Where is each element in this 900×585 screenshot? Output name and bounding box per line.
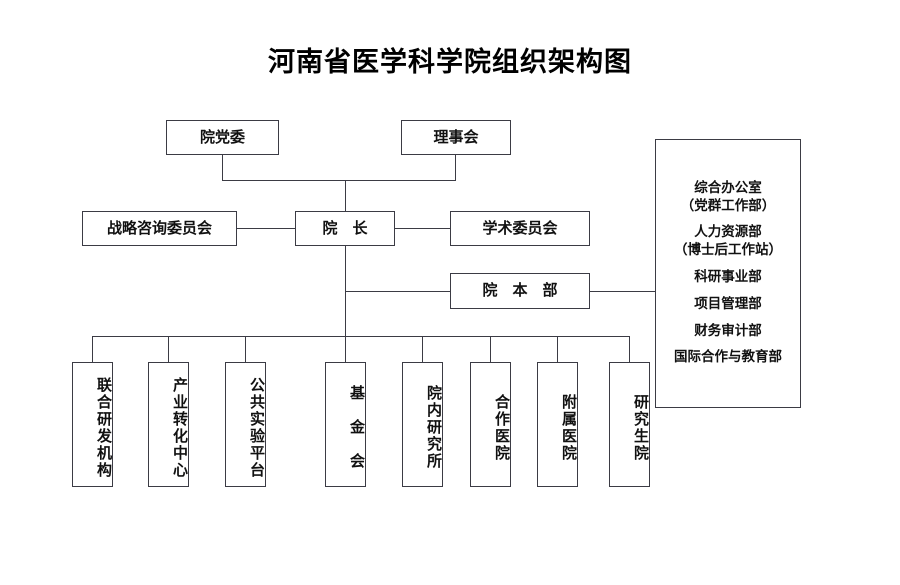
- connector-topbar-to-president: [345, 180, 347, 211]
- connector-president-to-academic: [395, 228, 450, 230]
- department-main-label: 人力资源部: [694, 224, 762, 241]
- department-item-research-affairs[interactable]: 科研事业部: [694, 269, 762, 287]
- node-branch-affiliated-hospitals[interactable]: 附属医院: [537, 362, 578, 487]
- connector-branch-drop-3: [245, 336, 247, 362]
- node-branch-joint-rd[interactable]: 联合研发机构: [72, 362, 113, 487]
- node-headquarters[interactable]: 院 本 部: [450, 273, 590, 309]
- department-item-international-cooperation-education[interactable]: 国际合作与教育部: [674, 349, 782, 367]
- connector-strategy-to-president: [237, 228, 295, 230]
- connector-branch-drop-2: [168, 336, 170, 362]
- department-item-finance-audit[interactable]: 财务审计部: [694, 323, 762, 341]
- node-president[interactable]: 院 长: [295, 211, 395, 246]
- connector-branch-drop-8: [629, 336, 631, 362]
- connector-branch-bus: [92, 336, 629, 338]
- connector-spine-to-headquarters: [345, 291, 450, 293]
- node-branch-partner-hospitals[interactable]: 合作医院: [470, 362, 511, 487]
- connector-branch-drop-7: [557, 336, 559, 362]
- connector-party-down: [222, 155, 224, 181]
- connector-branch-drop-6: [490, 336, 492, 362]
- department-main-label: 综合办公室: [694, 179, 762, 196]
- department-main-label: 项目管理部: [694, 295, 762, 312]
- connector-branch-drop-1: [92, 336, 94, 362]
- connector-headquarters-to-departments: [590, 291, 656, 293]
- department-sub-label: （博士后工作站）: [674, 242, 782, 259]
- node-branch-foundation[interactable]: 基 金 会: [325, 362, 366, 487]
- node-academic-committee[interactable]: 学术委员会: [450, 211, 590, 246]
- node-branch-internal-institutes[interactable]: 院内研究所: [402, 362, 443, 487]
- page-title: 河南省医学科学院组织架构图: [268, 47, 632, 78]
- department-main-label: 科研事业部: [694, 269, 762, 285]
- node-board-of-directors[interactable]: 理事会: [401, 120, 511, 155]
- node-party-committee[interactable]: 院党委: [166, 120, 279, 155]
- department-item-human-resources[interactable]: 人力资源部 （博士后工作站）: [674, 224, 782, 260]
- department-item-general-office[interactable]: 综合办公室 （党群工作部）: [681, 180, 776, 216]
- department-panel: 综合办公室 （党群工作部） 人力资源部 （博士后工作站） 科研事业部 项目管理部…: [655, 139, 801, 408]
- connector-top-bar: [222, 180, 456, 182]
- node-branch-public-lab-platform[interactable]: 公共实验平台: [225, 362, 266, 487]
- connector-branch-drop-5: [422, 336, 424, 362]
- connector-branch-drop-4: [345, 336, 347, 362]
- node-branch-industry-transformation[interactable]: 产业转化中心: [148, 362, 189, 487]
- department-main-label: 国际合作与教育部: [674, 349, 782, 366]
- connector-board-down: [455, 155, 457, 181]
- node-branch-graduate-school[interactable]: 研究生院: [609, 362, 650, 487]
- department-item-project-management[interactable]: 项目管理部: [694, 296, 762, 314]
- node-strategy-advisory-committee[interactable]: 战略咨询委员会: [82, 211, 237, 246]
- department-sub-label: （党群工作部）: [680, 197, 776, 214]
- department-main-label: 财务审计部: [694, 322, 762, 339]
